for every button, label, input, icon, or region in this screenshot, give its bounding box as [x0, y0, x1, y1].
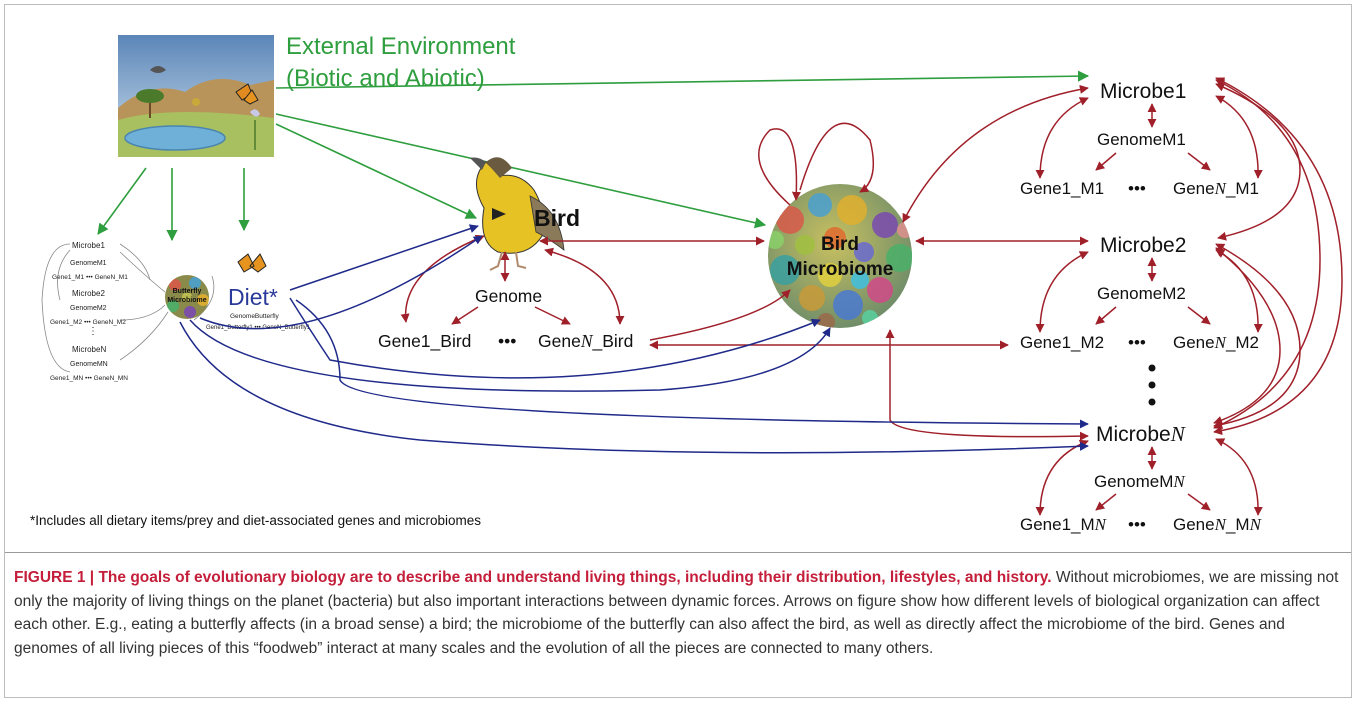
butterfly-cluster: Microbe1 GenomeM1 Gene1_M1 ••• GeneN_M1 …: [41, 241, 311, 382]
bird-genen: GeneN_Bird: [538, 331, 633, 352]
mini-microbeN: MicrobeN: [72, 345, 106, 354]
microbe1-genen: GeneN_M1: [1173, 179, 1259, 198]
bird-label: Bird: [534, 205, 580, 231]
caption-title: The goals of evolutionary biology are to…: [98, 569, 1052, 586]
diet-label: Diet*: [228, 284, 278, 310]
caption-divider: [5, 552, 1351, 553]
microbiome-label-line1: Bird: [821, 234, 859, 255]
butterfly-microbiome-line2: Microbiome: [167, 297, 206, 304]
environment-picture: [118, 35, 274, 157]
bird-genome: Genome: [475, 286, 542, 306]
microbe1-gene1: Gene1_M1: [1020, 179, 1104, 198]
host-microbe-arrows: [400, 77, 1343, 516]
diet-arrows: [179, 224, 1089, 454]
butterfly-icon: [237, 253, 267, 273]
microbe2-name: Microbe2: [1100, 234, 1186, 257]
microbe2-dots: •••: [1128, 333, 1146, 352]
caption-body: Without microbiomes, we are missing not …: [14, 569, 1339, 657]
ellipsis-dot: [1148, 381, 1156, 389]
mini-genes2: Gene1_M2 ••• GeneN_M2: [50, 319, 126, 326]
figure-diagram: External Environment (Biotic and Abiotic…: [30, 33, 1343, 534]
bird-microbiome-circle: [768, 184, 912, 328]
caption-label: FIGURE 1 |: [14, 569, 95, 586]
bird-illustration: [470, 157, 565, 271]
mini-genomeN: GenomeMN: [70, 361, 108, 368]
bird-gene-dots: •••: [498, 331, 516, 351]
mini-ellipsis: ⋮: [88, 326, 98, 337]
microbe-column: Microbe1 GenomeM1 Gene1_M1 ••• GeneN_M1 …: [1020, 80, 1263, 534]
butterfly-genome: GenomeButterfly: [230, 313, 280, 320]
microbe1-name: Microbe1: [1100, 80, 1186, 103]
microbeN-name: MicrobeN: [1096, 422, 1186, 446]
ellipsis-dot: [1148, 364, 1156, 372]
mini-genes1: Gene1_M1 ••• GeneN_M1: [52, 274, 128, 281]
microbeN-dots: •••: [1128, 515, 1146, 534]
environment-arrows: [97, 70, 1090, 242]
microbe2-genome: GenomeM2: [1097, 284, 1186, 303]
mini-genesN: Gene1_MN ••• GeneN_MN: [50, 375, 128, 382]
microbe2-genen: GeneN_M2: [1173, 333, 1259, 352]
mini-microbe2: Microbe2: [72, 289, 105, 298]
diet-footnote: *Includes all dietary items/prey and die…: [30, 513, 481, 528]
microbeN-genen: GeneN_MN: [1173, 515, 1263, 534]
microbe1-dots: •••: [1128, 179, 1146, 198]
microbe1-genome: GenomeM1: [1097, 130, 1186, 149]
figure-frame: [4, 4, 1352, 698]
mini-microbe1: Microbe1: [72, 241, 105, 250]
mini-genome2: GenomeM2: [70, 305, 107, 312]
bird-gene1: Gene1_Bird: [378, 331, 471, 352]
microbe2-gene1: Gene1_M2: [1020, 333, 1104, 352]
microbeN-genome: GenomeMN: [1094, 472, 1186, 491]
mini-genome1: GenomeM1: [70, 260, 107, 267]
env-title-line1: External Environment: [286, 33, 516, 60]
butterfly-microbiome-line1: Butterfly: [173, 288, 202, 295]
microbeN-gene1: Gene1_MN: [1020, 515, 1108, 534]
ellipsis-dot: [1148, 398, 1156, 406]
figure-caption: FIGURE 1 | The goals of evolutionary bio…: [14, 566, 1344, 660]
microbiome-label-line2: Microbiome: [787, 259, 894, 280]
